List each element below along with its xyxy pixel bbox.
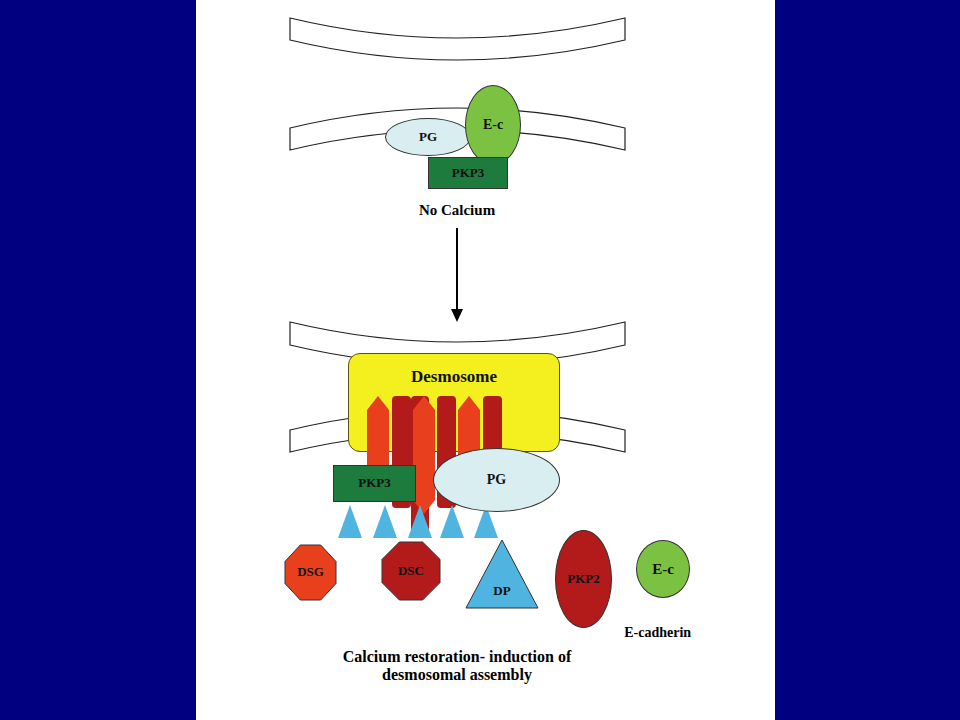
- pkp2-legend: PKP2: [555, 530, 612, 628]
- node-label: PG: [487, 472, 506, 487]
- node-label: DSG: [297, 565, 324, 579]
- dp-molecule: [338, 505, 362, 538]
- cell-membrane: [290, 18, 625, 60]
- e-cadherin-legend: E-cE-cadherin: [636, 540, 690, 598]
- dsg-molecule: [413, 396, 435, 514]
- node-label: E-c: [652, 561, 674, 578]
- transition-arrow: [456, 228, 458, 312]
- node-label: DSC: [398, 564, 424, 578]
- pkp3-protein: PKP3: [333, 465, 416, 502]
- dsc-legend: DSC: [382, 542, 440, 600]
- node-label: PKP3: [358, 476, 391, 490]
- pkp3-protein: PKP3: [428, 157, 508, 189]
- node-label: DP: [493, 584, 510, 598]
- pg-protein: PG: [385, 118, 471, 156]
- e-cadherin-protein: E-c: [465, 85, 521, 165]
- node-caption: E-cadherin: [624, 625, 691, 640]
- dp-molecule: [440, 505, 464, 538]
- node-outline: [466, 540, 538, 608]
- node-shape: [466, 540, 538, 608]
- dsg-legend: DSG: [285, 545, 336, 600]
- node-shape: [285, 545, 336, 600]
- state-label: No Calcium: [357, 202, 557, 219]
- node-label: PKP3: [452, 166, 485, 180]
- node-label: E-c: [483, 117, 503, 132]
- dp-molecule: [408, 505, 432, 538]
- arrow-head: [451, 309, 463, 322]
- caption-text: Calcium restoration- induction of desmos…: [326, 648, 588, 684]
- node-label: PKP2: [567, 572, 600, 586]
- node-label: PG: [419, 130, 437, 144]
- pg-protein: PG: [433, 448, 560, 512]
- node-label: Desmosome: [411, 368, 497, 387]
- node-shape: [382, 542, 440, 600]
- dp-legend: DP: [466, 540, 538, 608]
- dp-molecule: [373, 505, 397, 538]
